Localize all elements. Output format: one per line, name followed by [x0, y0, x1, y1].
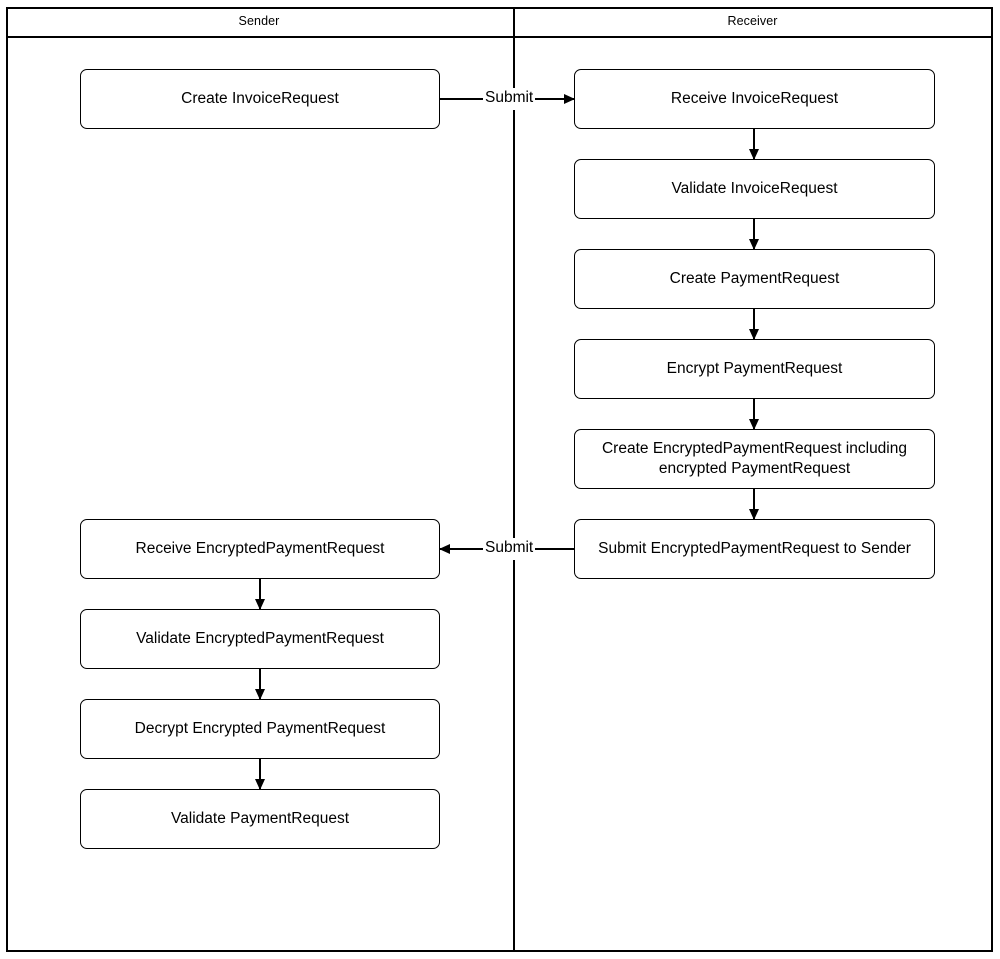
edge-label-submit-invoicerequest: Submit: [483, 89, 536, 107]
node-create-invoicerequest[interactable]: Create InvoiceRequest: [80, 69, 440, 129]
edge-receive-to-validate-invoicerequest: [753, 129, 755, 159]
edge-encrypt-to-create-encryptedpaymentrequest: [753, 399, 755, 429]
edge-decrypt-to-validate-paymentrequest: [259, 759, 261, 789]
lane-header-sender: Sender: [238, 14, 280, 29]
edge-create-to-encrypt-paymentrequest: [753, 309, 755, 339]
edge-receive-to-validate-encryptedpaymentrequest: [259, 579, 261, 609]
node-decrypt-encrypted-paymentrequest[interactable]: Decrypt Encrypted PaymentRequest: [80, 699, 440, 759]
node-receive-encryptedpaymentrequest[interactable]: Receive EncryptedPaymentRequest: [80, 519, 440, 579]
lane-header-receiver: Receiver: [727, 14, 778, 29]
node-create-paymentrequest[interactable]: Create PaymentRequest: [574, 249, 935, 309]
lane-header-band: Sender Receiver: [6, 7, 993, 38]
node-validate-paymentrequest[interactable]: Validate PaymentRequest: [80, 789, 440, 849]
node-create-encryptedpaymentrequest[interactable]: Create EncryptedPaymentRequest including…: [574, 429, 935, 489]
node-submit-encryptedpaymentrequest-to-sender[interactable]: Submit EncryptedPaymentRequest to Sender: [574, 519, 935, 579]
node-validate-invoicerequest[interactable]: Validate InvoiceRequest: [574, 159, 935, 219]
node-receive-invoicerequest[interactable]: Receive InvoiceRequest: [574, 69, 935, 129]
edge-validate-invoicerequest-to-create-paymentrequest: [753, 219, 755, 249]
edge-create-to-submit-encryptedpaymentrequest: [753, 489, 755, 519]
lane-divider: [513, 7, 515, 952]
edge-validate-to-decrypt-encryptedpaymentrequest: [259, 669, 261, 699]
node-encrypt-paymentrequest[interactable]: Encrypt PaymentRequest: [574, 339, 935, 399]
edge-label-submit-encryptedpaymentrequest: Submit: [483, 539, 536, 557]
node-validate-encryptedpaymentrequest[interactable]: Validate EncryptedPaymentRequest: [80, 609, 440, 669]
